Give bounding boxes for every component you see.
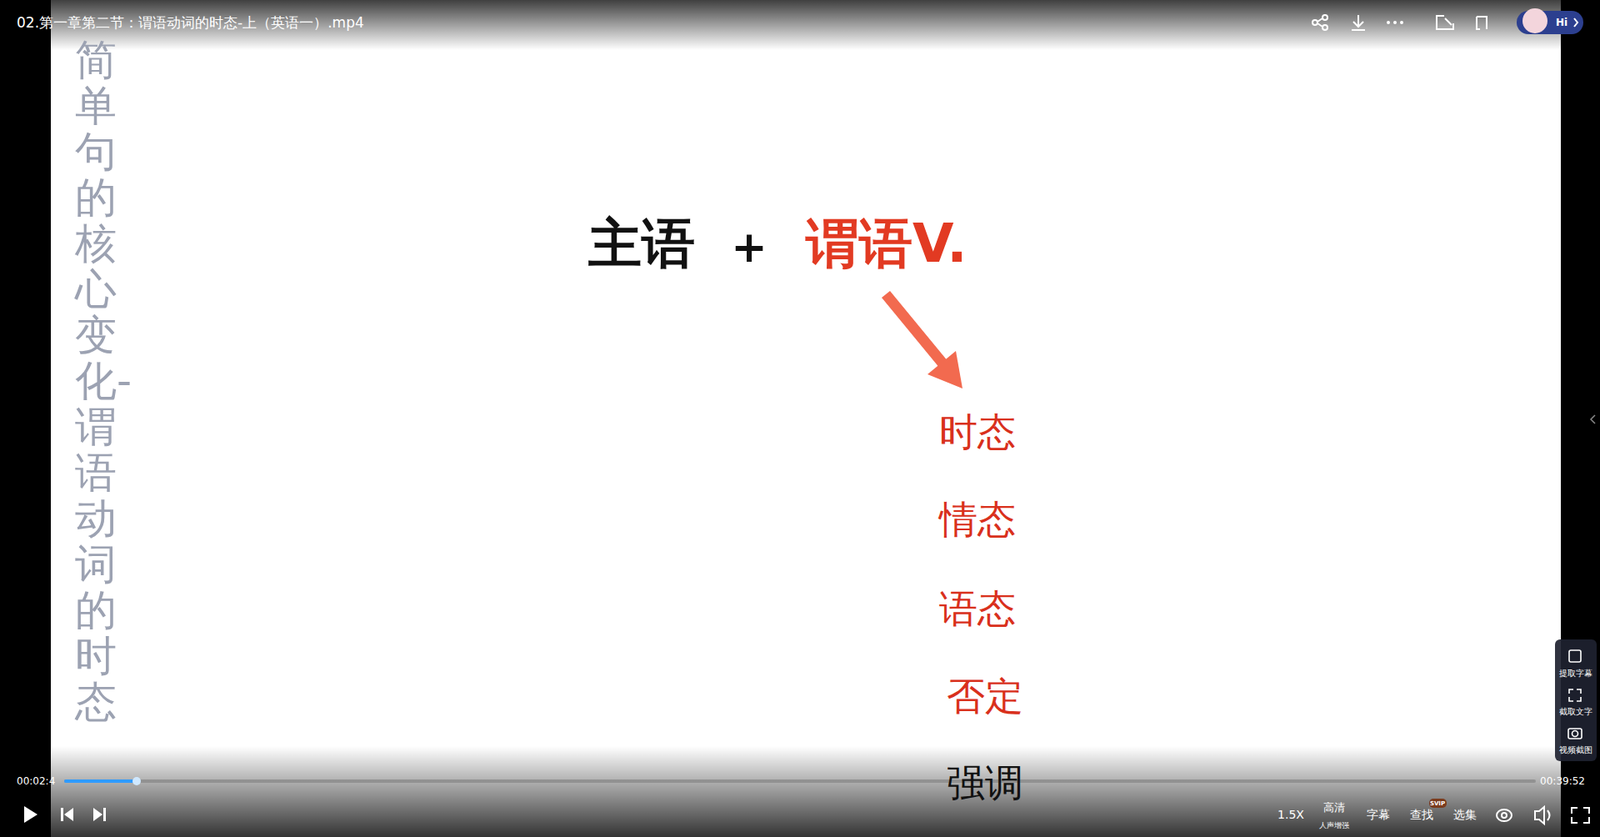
progress-track: [64, 779, 1536, 783]
plus-sign: +: [730, 220, 768, 273]
red-arrow: [881, 290, 963, 389]
avatar-face: [1522, 8, 1548, 34]
play-icon: [24, 805, 38, 823]
bottom-shade: [0, 745, 1600, 837]
top-icons: [1312, 15, 1487, 30]
side-button: 截取文字: [1559, 706, 1593, 717]
progress-knob: [132, 776, 141, 785]
avatar-greeting: Hi: [1555, 16, 1568, 29]
list-item: 时态: [939, 409, 1016, 455]
top-shade: [0, 0, 1600, 50]
side-button: 提取字幕: [1559, 668, 1593, 679]
episode-button: 选集: [1453, 807, 1477, 822]
side-toggle: [1590, 415, 1595, 424]
subtitle-button: 字幕: [1366, 807, 1390, 822]
avatar-chevron: [1574, 18, 1578, 27]
speed-button: 1.5X: [1277, 807, 1305, 822]
right-icons: [1496, 806, 1590, 824]
list-item: 情态: [939, 496, 1016, 543]
prev-icon: [60, 807, 74, 821]
list-item: 语态: [939, 585, 1016, 632]
slide-ground: [50, 0, 1561, 837]
list-item: 否定: [946, 673, 1024, 720]
side-icons: [1568, 650, 1582, 739]
quality-button: 高清: [1323, 800, 1345, 815]
predicate-word: 谓语V.: [805, 211, 968, 276]
search-button: 查找: [1410, 807, 1434, 822]
side-button: 视频截图: [1559, 745, 1593, 755]
side-panel: [1555, 639, 1597, 761]
svip-badge: [1429, 798, 1447, 808]
vertical-heading: 简单句的核心变化-谓语动词的时态: [75, 37, 117, 725]
video-title: 02.第一章第二节：谓语动词的时态-上（英语一）.mp4: [16, 14, 365, 31]
progress-fill: [64, 779, 136, 783]
quality-sub: 人声增强: [1319, 820, 1350, 830]
time-current: 00:02:4: [16, 775, 55, 787]
subject-word: 主语: [588, 211, 695, 276]
time-total: 00:39:52: [1540, 775, 1585, 787]
more-icon: [1386, 20, 1404, 25]
list-item: 强调: [946, 760, 1024, 806]
svip-badge-text: SVIP: [1430, 800, 1445, 807]
next-icon: [93, 807, 106, 821]
